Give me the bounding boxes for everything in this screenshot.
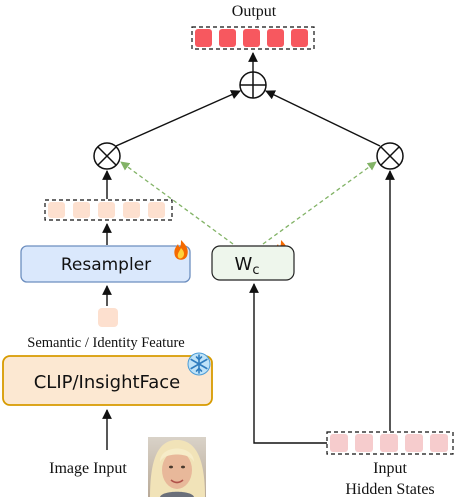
face-photo	[148, 437, 206, 497]
resampler-label: Resampler	[61, 255, 151, 275]
arrow-right-mult-to-add	[265, 90, 381, 147]
encoder-label: CLIP/InsightFace	[34, 372, 181, 393]
output-token	[291, 29, 308, 47]
output-token-row	[191, 26, 315, 50]
input-token	[430, 434, 448, 452]
input-label: Input	[373, 460, 407, 477]
feature-token-row	[44, 199, 173, 221]
input-token	[330, 434, 348, 452]
input-token	[380, 434, 398, 452]
multiply-op-icon	[376, 142, 404, 170]
resampler-block: Resampler	[20, 245, 191, 283]
wc-block: Wc	[211, 245, 295, 281]
dashed-arrow-wc-to-left-mult	[120, 161, 234, 245]
feature-token	[98, 202, 115, 218]
input-token	[355, 434, 373, 452]
hidden-states-label: Hidden States	[345, 481, 434, 498]
output-token	[195, 29, 212, 47]
wc-label: W	[235, 254, 253, 275]
feature-token	[148, 202, 165, 218]
feature-token	[73, 202, 90, 218]
input-token	[405, 434, 423, 452]
output-label: Output	[232, 3, 277, 20]
feature-token	[48, 202, 65, 218]
arrow-left-mult-to-add	[115, 90, 241, 147]
multiply-op-icon	[93, 142, 121, 170]
input-token-row	[326, 431, 454, 455]
image-input-label: Image Input	[49, 460, 127, 477]
dashed-arrow-wc-to-right-mult	[262, 161, 377, 245]
arrow-input-to-wc	[249, 283, 327, 444]
output-token	[243, 29, 260, 47]
fire-icon	[174, 240, 188, 260]
encoder-block: CLIP/InsightFace	[2, 355, 213, 406]
add-op-icon	[239, 71, 267, 99]
output-token	[219, 29, 236, 47]
semantic-feature-label: Semantic / Identity Feature	[27, 335, 184, 351]
semantic-feature-token	[98, 308, 118, 327]
snowflake-icon	[187, 352, 211, 376]
wc-subscript: c	[252, 263, 259, 278]
output-token	[267, 29, 284, 47]
svg-text:Wc: Wc	[235, 254, 260, 278]
feature-token	[123, 202, 140, 218]
